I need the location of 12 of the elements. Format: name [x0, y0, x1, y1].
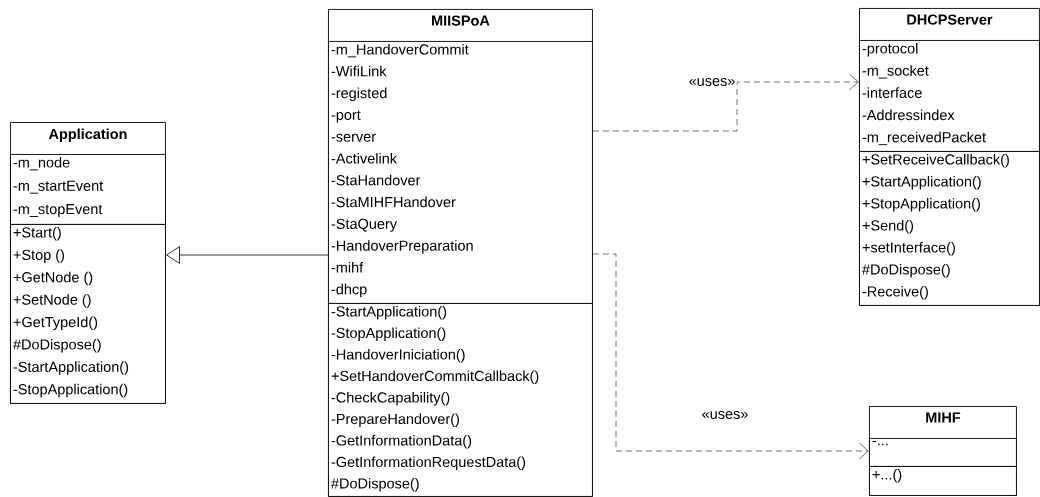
edge-label: «uses»	[687, 77, 737, 87]
attribute-list: -...	[869, 438, 1017, 467]
attribute-list: -protocol -m_socket -interface -Addressindex -m_receivedPacket	[859, 40, 1040, 152]
attribute-list: -m_node -m_startEvent -m_stopEvent	[10, 154, 166, 225]
method-list: +...()	[869, 466, 1017, 496]
arrow	[592, 253, 869, 460]
method-list: -StartApplication() -StopApplication() -HandoverIniciation() +SetHandoverCommitCallback() -CheckCapability() -PrepareHandover() -GetInformationData() -GetInformationRequestData() #DoDispose()	[328, 303, 593, 497]
edge-label: «uses»	[700, 410, 750, 420]
arrow	[166, 246, 329, 264]
attribute-list: -m_HandoverCommit -WifiLink -registed -port -server -Activelink -StaHandover -StaMIHFHandover -StaQuery -HandoverPreparation -mihf -dhcp	[328, 41, 593, 304]
arrow	[592, 73, 859, 132]
method-list: +SetReceiveCallback() +StartApplication() +StopApplication() +Send() +setInterface() #DoDispose() -Receive()	[859, 151, 1040, 306]
